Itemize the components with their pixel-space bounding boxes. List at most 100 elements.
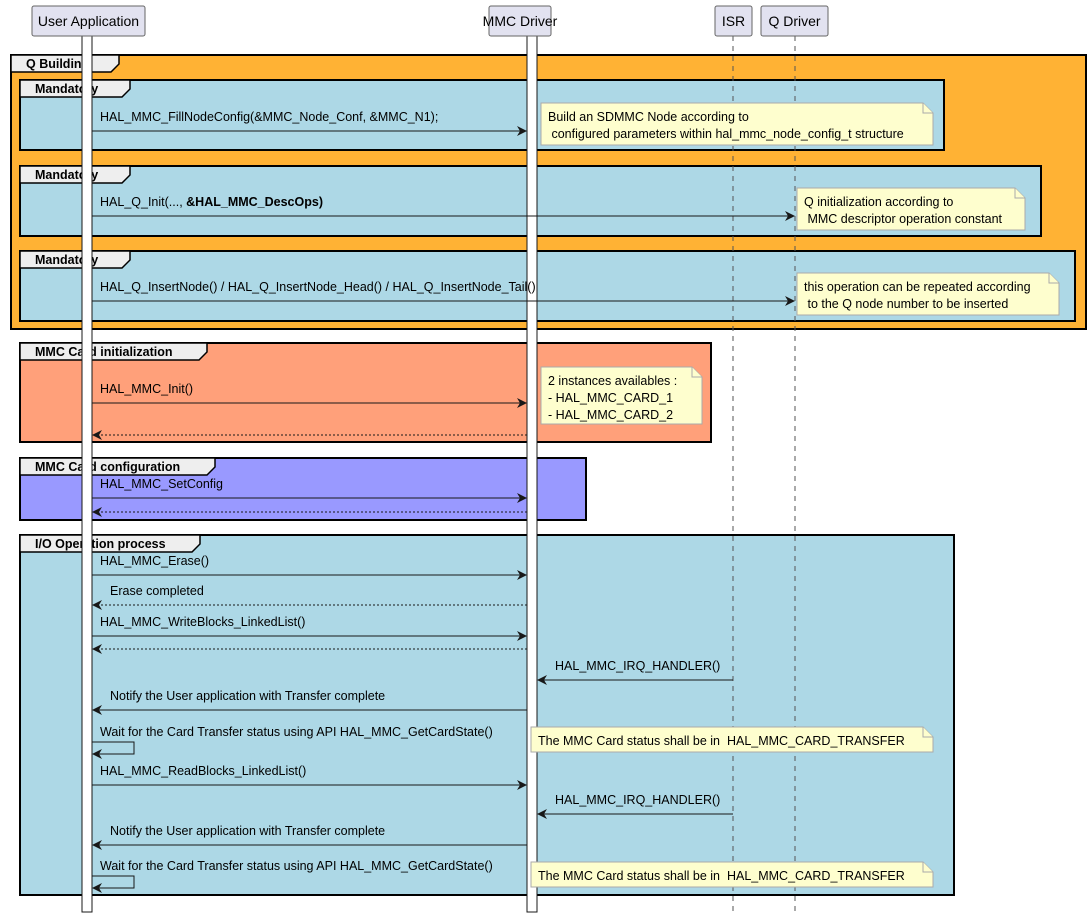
message-irq2-label-text: HAL_MMC_IRQ_HANDLER() <box>555 793 720 807</box>
message-wait1-arrow <box>92 741 135 759</box>
frame-io: I/O Operation process <box>19 534 955 896</box>
message-irq1-label-text: HAL_MMC_IRQ_HANDLER() <box>555 659 720 673</box>
frame-m2-tab <box>19 165 131 184</box>
note-n_qinit-body <box>796 187 1026 231</box>
note-n_qinit-fold <box>1014 188 1025 199</box>
message-notify1-label: Notify the User application with Transfe… <box>110 689 385 703</box>
note-n_repeat: this operation can be repeated according… <box>796 272 1060 316</box>
message-qinit: HAL_Q_Init(..., &HAL_MMC_DescOps) <box>92 195 795 221</box>
frame-m3-tab <box>19 250 131 269</box>
note-n_sdmmc-line-0: Build an SDMMC Node according to <box>548 110 749 124</box>
message-notify2: Notify the User application with Transfe… <box>92 824 527 850</box>
note-n_sdmmc: Build an SDMMC Node according to configu… <box>540 102 934 146</box>
note-n_inst-line-2: - HAL_MMC_CARD_2 <box>548 408 673 422</box>
frame-conf-tab <box>19 457 216 476</box>
frame-m1-tab <box>19 79 131 98</box>
participant-3-label: Q Driver <box>768 13 820 29</box>
note-n_repeat-fold <box>1048 273 1059 284</box>
message-erase_ret: Erase completed <box>92 584 527 610</box>
message-wait2-arrow <box>92 875 135 893</box>
note-n_qinit-line-1: MMC descriptor operation constant <box>804 212 1003 226</box>
note-n_sdmmc-fold <box>922 103 933 114</box>
note-n_repeat-body <box>796 272 1060 316</box>
frame-io-box <box>19 534 955 896</box>
participant-0: User Application <box>31 5 146 37</box>
message-notify2-label-text: Notify the User application with Transfe… <box>110 824 385 838</box>
note-n_sdmmc-body <box>540 102 934 146</box>
note-n_inst-fold <box>691 367 702 378</box>
note-n_status2: The MMC Card status shall be in HAL_MMC_… <box>530 861 934 888</box>
message-wait2-label: Wait for the Card Transfer status using … <box>100 859 493 873</box>
message-erase_ret-label-text: Erase completed <box>110 584 204 598</box>
participant-1: MMC Driver <box>483 5 558 37</box>
note-n_repeat-line-0: this operation can be repeated according <box>804 280 1031 294</box>
message-init-label: HAL_MMC_Init() <box>100 382 193 396</box>
message-insert-label: HAL_Q_InsertNode() / HAL_Q_InsertNode_He… <box>100 280 536 294</box>
note-n_qinit: Q initialization according to MMC descri… <box>796 187 1026 231</box>
message-notify1-label-text: Notify the User application with Transfe… <box>110 689 385 703</box>
message-qinit-label-bold: &HAL_MMC_DescOps) <box>186 195 323 209</box>
activation-bar-user-app <box>81 35 93 913</box>
message-read: HAL_MMC_ReadBlocks_LinkedList() <box>92 764 527 790</box>
message-erase-label: HAL_MMC_Erase() <box>100 554 209 568</box>
note-n_status1-fold <box>922 727 933 738</box>
participant-3-box <box>760 5 829 37</box>
note-n_status2-line-0: The MMC Card status shall be in HAL_MMC_… <box>538 869 905 883</box>
participant-0-box <box>31 5 146 37</box>
message-insert-label-text: HAL_Q_InsertNode() / HAL_Q_InsertNode_He… <box>100 280 536 294</box>
note-n_qinit-line-0: Q initialization according to <box>804 195 953 209</box>
message-erase-label-text: HAL_MMC_Erase() <box>100 554 209 568</box>
message-fillnode: HAL_MMC_FillNodeConfig(&MMC_Node_Conf, &… <box>92 110 527 136</box>
note-n_status1: The MMC Card status shall be in HAL_MMC_… <box>530 726 934 753</box>
message-wait2: Wait for the Card Transfer status using … <box>92 859 493 893</box>
note-n_status2-body <box>530 861 934 888</box>
participant-2-box <box>714 5 753 37</box>
message-setconfig: HAL_MMC_SetConfig <box>92 477 527 503</box>
frame-conf: MMC Card configuration <box>19 457 587 521</box>
message-irq1: HAL_MMC_IRQ_HANDLER() <box>537 659 733 685</box>
message-insert: HAL_Q_InsertNode() / HAL_Q_InsertNode_He… <box>92 280 795 306</box>
message-erase: HAL_MMC_Erase() <box>92 554 527 580</box>
frame-init-tab <box>19 342 208 361</box>
message-write-label-text: HAL_MMC_WriteBlocks_LinkedList() <box>100 615 305 629</box>
message-init: HAL_MMC_Init() <box>92 382 527 408</box>
message-wait1: Wait for the Card Transfer status using … <box>92 725 493 759</box>
message-qinit-label-text: HAL_Q_Init(..., <box>100 195 186 209</box>
message-irq2-label: HAL_MMC_IRQ_HANDLER() <box>555 793 720 807</box>
note-n_status1-line-0: The MMC Card status shall be in HAL_MMC_… <box>538 734 905 748</box>
activation-bar-mmc-driver <box>526 35 538 913</box>
note-n_inst-line-0: 2 instances availables : <box>548 374 677 388</box>
message-erase_ret-label: Erase completed <box>110 584 204 598</box>
frame-io-tab <box>19 534 201 553</box>
note-n_inst: 2 instances availables : - HAL_MMC_CARD_1… <box>540 366 703 425</box>
note-n_repeat-line-1: to the Q node number to be inserted <box>804 297 1008 311</box>
message-fillnode-label: HAL_MMC_FillNodeConfig(&MMC_Node_Conf, &… <box>100 110 438 124</box>
note-n_status2-fold <box>922 862 933 873</box>
message-qinit-label: HAL_Q_Init(..., &HAL_MMC_DescOps) <box>100 195 323 209</box>
note-n_sdmmc-line-1: configured parameters within hal_mmc_nod… <box>548 127 904 141</box>
message-wait1-label: Wait for the Card Transfer status using … <box>100 725 493 739</box>
participant-2: ISR <box>714 5 753 37</box>
frame-io-label: I/O Operation process <box>35 537 166 551</box>
message-notify2-label: Notify the User application with Transfe… <box>110 824 385 838</box>
message-write-label: HAL_MMC_WriteBlocks_LinkedList() <box>100 615 305 629</box>
frame-init-label: MMC Card initialization <box>35 345 173 359</box>
message-irq1-label: HAL_MMC_IRQ_HANDLER() <box>555 659 720 673</box>
note-n_status1-body <box>530 726 934 753</box>
participant-0-label: User Application <box>38 13 139 29</box>
note-n_inst-line-1: - HAL_MMC_CARD_1 <box>548 391 673 405</box>
message-read-label: HAL_MMC_ReadBlocks_LinkedList() <box>100 764 306 778</box>
participant-2-label: ISR <box>722 13 745 29</box>
participant-1-box <box>488 5 552 37</box>
message-setconfig-label: HAL_MMC_SetConfig <box>100 477 223 491</box>
message-write: HAL_MMC_WriteBlocks_LinkedList() <box>92 615 527 641</box>
message-init-label-text: HAL_MMC_Init() <box>100 382 193 396</box>
message-notify1: Notify the User application with Transfe… <box>92 689 527 715</box>
message-irq2: HAL_MMC_IRQ_HANDLER() <box>537 793 733 819</box>
note-n_inst-body <box>540 366 703 425</box>
message-setconfig-label-text: HAL_MMC_SetConfig <box>100 477 223 491</box>
participant-1-label: MMC Driver <box>483 13 558 29</box>
message-fillnode-label-text: HAL_MMC_FillNodeConfig(&MMC_Node_Conf, &… <box>100 110 438 124</box>
frame-qb-label: Q Building <box>26 57 89 71</box>
